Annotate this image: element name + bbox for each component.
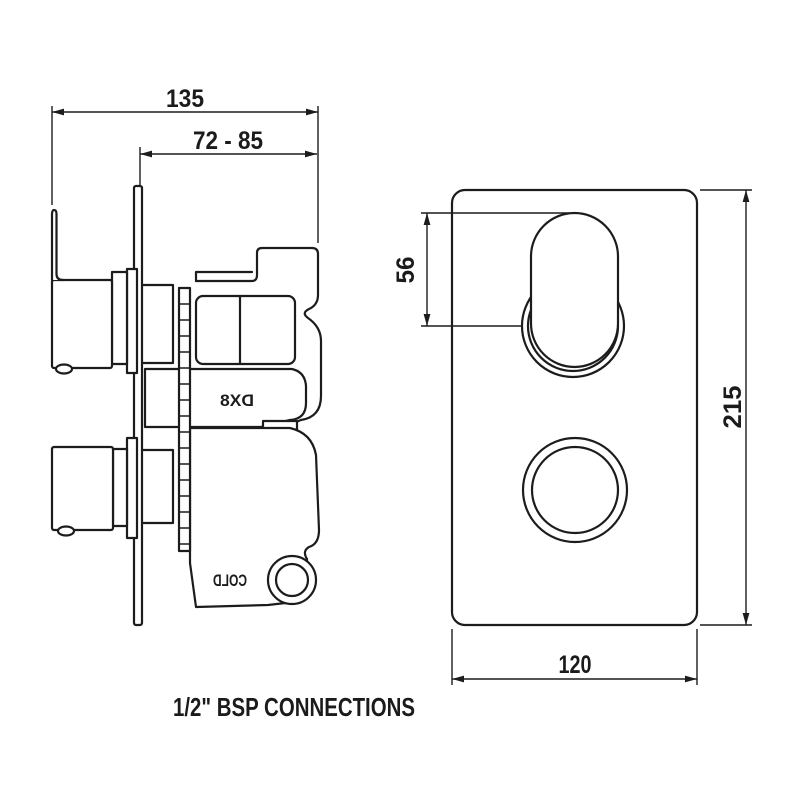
spacer-top: [139, 283, 175, 365]
bottom-knob-inner: [530, 445, 620, 535]
caption-bsp-connections: 1/2" BSP CONNECTIONS: [173, 692, 415, 722]
cast-label-lower: COLD: [213, 571, 247, 590]
flow-handle-neck: [111, 447, 129, 528]
dim-label-overall-depth: 135: [166, 85, 204, 113]
temp-handle-neck: [110, 270, 129, 366]
dim-label-plate-width: 120: [559, 651, 592, 679]
dim-handle-offset: [421, 212, 570, 327]
top-control-handle: [529, 211, 620, 369]
wall-plate-edge: [132, 184, 144, 627]
dim-overall-depth: [51, 106, 319, 243]
temp-handle-flange: [125, 267, 139, 375]
dimension-lines: [51, 106, 752, 685]
spacer-bottom: [139, 448, 175, 525]
front-plate: [450, 188, 699, 627]
dim-plate-height: [700, 189, 752, 626]
dim-plate-width: [451, 629, 698, 685]
cast-label-upper: DX8: [220, 391, 254, 410]
flow-handle-body: [50, 445, 115, 532]
temp-handle-lever: [50, 208, 65, 282]
dim-label-handle-offset: 56: [392, 257, 420, 284]
front-view: [450, 188, 699, 627]
outlet-port-inner: [274, 562, 310, 598]
dim-label-plate-height: 215: [719, 385, 747, 428]
flow-handle-flange: [125, 436, 139, 540]
temp-handle-nub: [54, 363, 74, 375]
flow-handle-nub: [56, 525, 76, 537]
cartridge-block: [194, 294, 297, 366]
dim-label-adjustable-depth: 72 - 85: [193, 127, 263, 155]
bracket-lip: [194, 270, 254, 283]
dim-adjustable-depth: [139, 147, 317, 185]
temp-handle-body: [50, 278, 114, 370]
threaded-body: [177, 286, 192, 553]
side-view: [50, 184, 323, 627]
